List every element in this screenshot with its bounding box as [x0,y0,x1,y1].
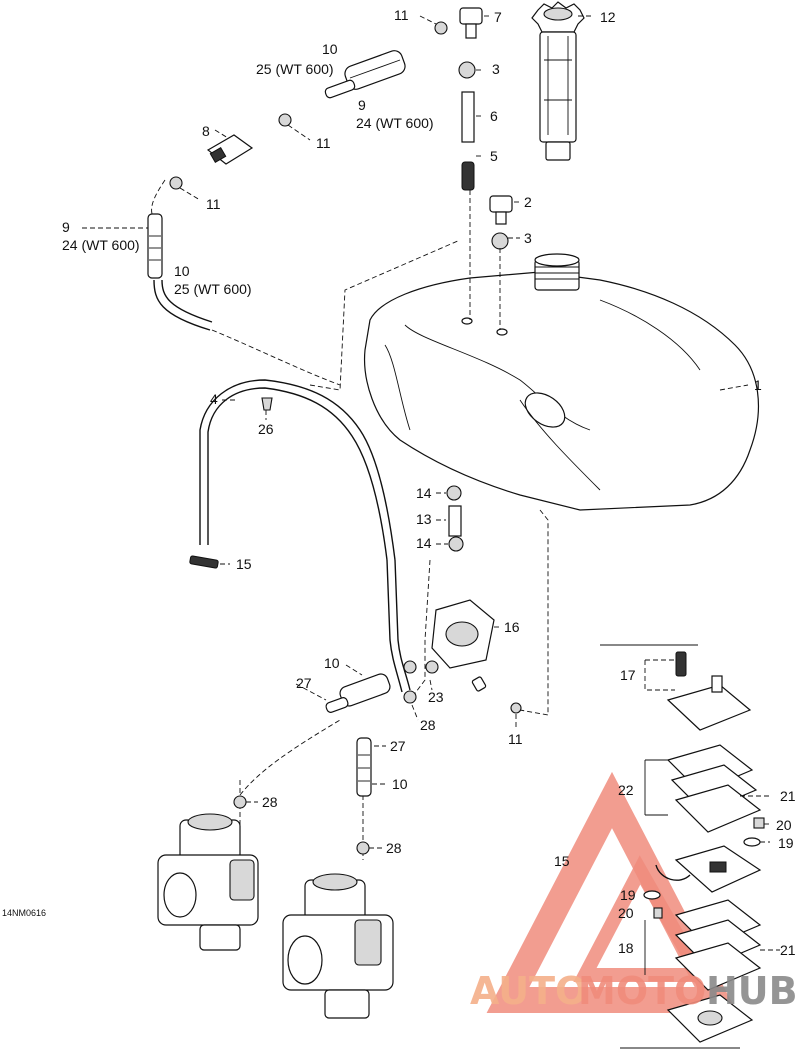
callout-labels: 11 7 12 10 25 (WT 600) 3 9 24 (WT 600) 6… [2,7,796,958]
callout-6: 6 [490,108,498,124]
callout-28: 28 [420,717,436,733]
callout-3: 3 [524,230,532,246]
callout-8: 8 [202,123,210,139]
callout-4: 4 [210,391,218,407]
watermark-text-moto: MOTO [578,969,706,1013]
callout-13: 13 [416,511,432,527]
callout-27: 27 [296,675,312,691]
vent-line-parts [147,7,513,331]
leader-lines [82,15,780,951]
pump-exploded-view [600,644,765,1049]
callout-12: 12 [600,9,616,25]
fuel-tank [363,253,760,511]
callout-9: 9 [62,219,70,235]
callout-28: 28 [262,794,278,810]
watermark-inner-triangle [573,855,713,982]
fuel-gauge-sender [531,1,585,161]
callout-1: 1 [754,377,762,393]
callout-16: 16 [504,619,520,635]
fuel-lines [151,179,549,860]
callout-9-sub: 24 (WT 600) [62,237,140,253]
callout-10: 10 [322,41,338,57]
callout-21: 21 [780,942,796,958]
watermark-text-hub: HUB [706,969,798,1013]
callout-17: 17 [620,667,636,683]
callout-18: 18 [618,940,634,956]
carburetor-left [157,813,259,951]
callout-9: 9 [358,97,366,113]
callout-3: 3 [492,61,500,77]
callout-2: 2 [524,194,532,210]
callout-20: 20 [618,905,634,921]
callout-28: 28 [386,840,402,856]
callout-10: 10 [392,776,408,792]
callout-5: 5 [490,148,498,164]
drawing-code: 14NM0616 [2,908,46,918]
carburetor-right [282,873,394,1019]
callout-10-sub: 25 (WT 600) [256,61,334,77]
callout-11: 11 [394,7,409,23]
callout-7: 7 [494,9,502,25]
callout-20: 20 [776,817,792,833]
callout-15: 15 [236,556,252,572]
callout-19: 19 [620,887,636,903]
callout-19: 19 [778,835,794,851]
callout-21: 21 [780,788,796,804]
callout-10: 10 [324,655,340,671]
callout-27: 27 [390,738,406,754]
callout-15: 15 [554,853,570,869]
callout-23: 23 [428,689,444,705]
watermark-logo [486,771,738,1013]
callout-14: 14 [416,485,432,501]
callout-10-sub: 25 (WT 600) [174,281,252,297]
callout-26: 26 [258,421,274,437]
callout-9-sub: 24 (WT 600) [356,115,434,131]
callout-11: 11 [508,731,523,747]
vertical-hose [233,737,372,855]
callout-22: 22 [618,782,634,798]
callout-10: 10 [174,263,190,279]
watermark-wordmark: AUTO MOTO HUB [470,969,798,1013]
callout-11: 11 [316,135,331,151]
fuel-pump-assembly [189,397,522,714]
watermark-text-auto: AUTO [470,969,587,1013]
callout-14: 14 [416,535,432,551]
callout-11: 11 [206,196,221,212]
